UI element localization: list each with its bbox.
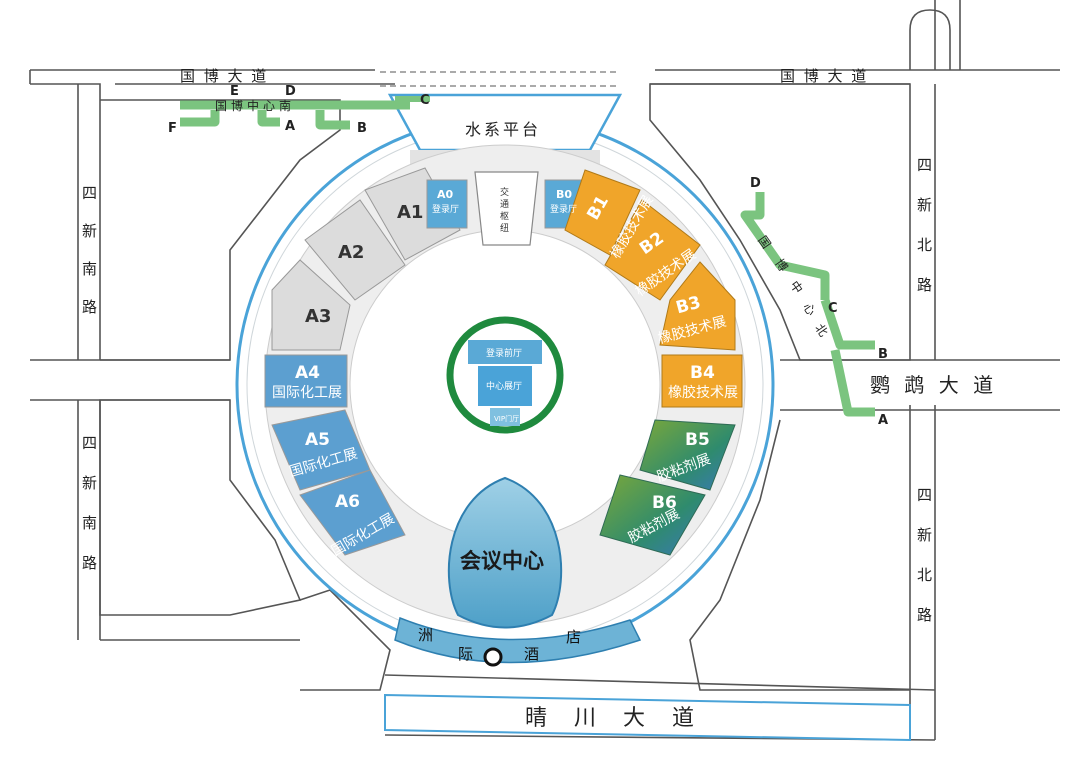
traffic-hub[interactable] [474,171,539,246]
hall-b4-name: 橡胶技术展 [668,384,738,401]
svg-text:交: 交 [500,186,509,198]
road-yingwu: 鹦 鹉 大 道 [870,373,997,397]
hall-a0-code: A0 [437,188,454,201]
metro-south [180,96,430,130]
svg-text:北: 北 [917,236,932,254]
metro-south-exit-e: E [230,84,239,99]
svg-text:路: 路 [82,298,97,316]
hall-a1-code: A1 [397,202,423,223]
hall-b6[interactable] [599,474,706,556]
svg-text:通: 通 [500,199,509,210]
halls-east [544,169,743,556]
svg-text:酒: 酒 [524,645,539,663]
svg-text:中: 中 [787,278,806,296]
hall-a2[interactable] [304,199,406,301]
hall-a3[interactable] [271,259,351,351]
hall-b0-code: B0 [556,188,572,201]
svg-text:新: 新 [82,222,97,240]
svg-text:四: 四 [82,184,97,202]
traffic-hub-label: 交 通 枢 纽 [500,186,509,234]
metro-north-exit-d: D [750,176,761,191]
water-platform-label: 水系平台 [465,120,541,139]
metro-north-exit-c: C [828,301,838,316]
dashed-boundary [380,71,620,87]
svg-text:北: 北 [812,321,830,339]
road-guobo-left: 国 博 大 道 [180,67,268,85]
svg-text:新: 新 [82,474,97,492]
svg-text:路: 路 [917,606,932,624]
metro-north-exit-a: A [878,413,888,428]
svg-text:南: 南 [82,514,97,532]
qingchuan-road-band [384,693,911,742]
road-guobo-right: 国 博 大 道 [780,67,868,85]
svg-text:四: 四 [82,434,97,452]
svg-text:店: 店 [566,628,581,646]
hall-a6-code: A6 [335,492,360,512]
hall-b3[interactable] [659,261,736,351]
svg-text:路: 路 [917,276,932,294]
svg-text:四: 四 [917,486,932,504]
hotel-label: 洲 际 酒 店 [418,626,581,663]
svg-text:际: 际 [458,645,473,663]
svg-text:四: 四 [917,156,932,174]
metro-south-exit-d: D [285,84,296,99]
hall-a3-code: A3 [305,306,331,327]
metro-south-exit-c: C [420,93,430,108]
vip-gate-label: VIP门厅 [494,414,519,423]
svg-text:新: 新 [917,196,932,214]
road-sixin-south-bottom: 四 新 南 路 [82,434,97,572]
hall-b4[interactable] [661,354,743,408]
svg-text:北: 北 [917,566,932,584]
conference-label: 会议中心 [460,549,544,573]
svg-text:新: 新 [917,526,932,544]
conference-center[interactable] [447,476,563,629]
svg-text:枢: 枢 [500,210,509,222]
hall-b5[interactable] [639,419,736,491]
svg-text:路: 路 [82,554,97,572]
hall-b6-code: B6 [652,493,677,513]
road-network [29,0,1060,741]
hotel-center-icon [483,647,503,667]
metro-south-name: 国博中心南 [215,98,295,113]
hall-a6[interactable] [299,469,406,556]
svg-text:南: 南 [82,260,97,278]
road-sixin-south-top: 四 新 南 路 [82,184,97,316]
hall-a4-name: 国际化工展 [272,385,342,401]
hall-a4-code: A4 [295,363,320,383]
metro-south-exit-a: A [285,119,295,134]
hall-b0-name: 登录厅 [550,204,577,215]
svg-text:纽: 纽 [500,222,509,234]
road-qingchuan: 晴 川 大 道 [525,706,704,731]
metro-north-exit-b: B [878,347,888,362]
hall-b5-code: B5 [685,430,710,450]
metro-south-exit-b: B [357,121,367,136]
metro-south-exit-f: F [168,121,177,136]
central-hall-label: 中心展厅 [486,380,522,392]
central-building [446,316,564,434]
hall-a0-name: 登录厅 [432,204,459,215]
metro-north [740,192,875,417]
hall-b4-code: B4 [690,363,715,383]
hall-a5-code: A5 [305,430,330,450]
halls-west [264,167,468,556]
road-sixin-north-top: 四 新 北 路 [917,156,932,294]
hall-a2-code: A2 [338,242,364,263]
yingwu-road-band [800,365,1050,405]
hall-a4[interactable] [264,354,348,408]
central-register-label: 登录前厅 [486,347,522,359]
svg-text:心: 心 [800,300,818,318]
road-sixin-north-bottom: 四 新 北 路 [917,486,932,624]
svg-text:洲: 洲 [418,626,433,644]
hall-b2[interactable] [604,199,701,301]
hall-b1[interactable] [564,169,641,256]
hall-a0[interactable] [426,179,468,229]
